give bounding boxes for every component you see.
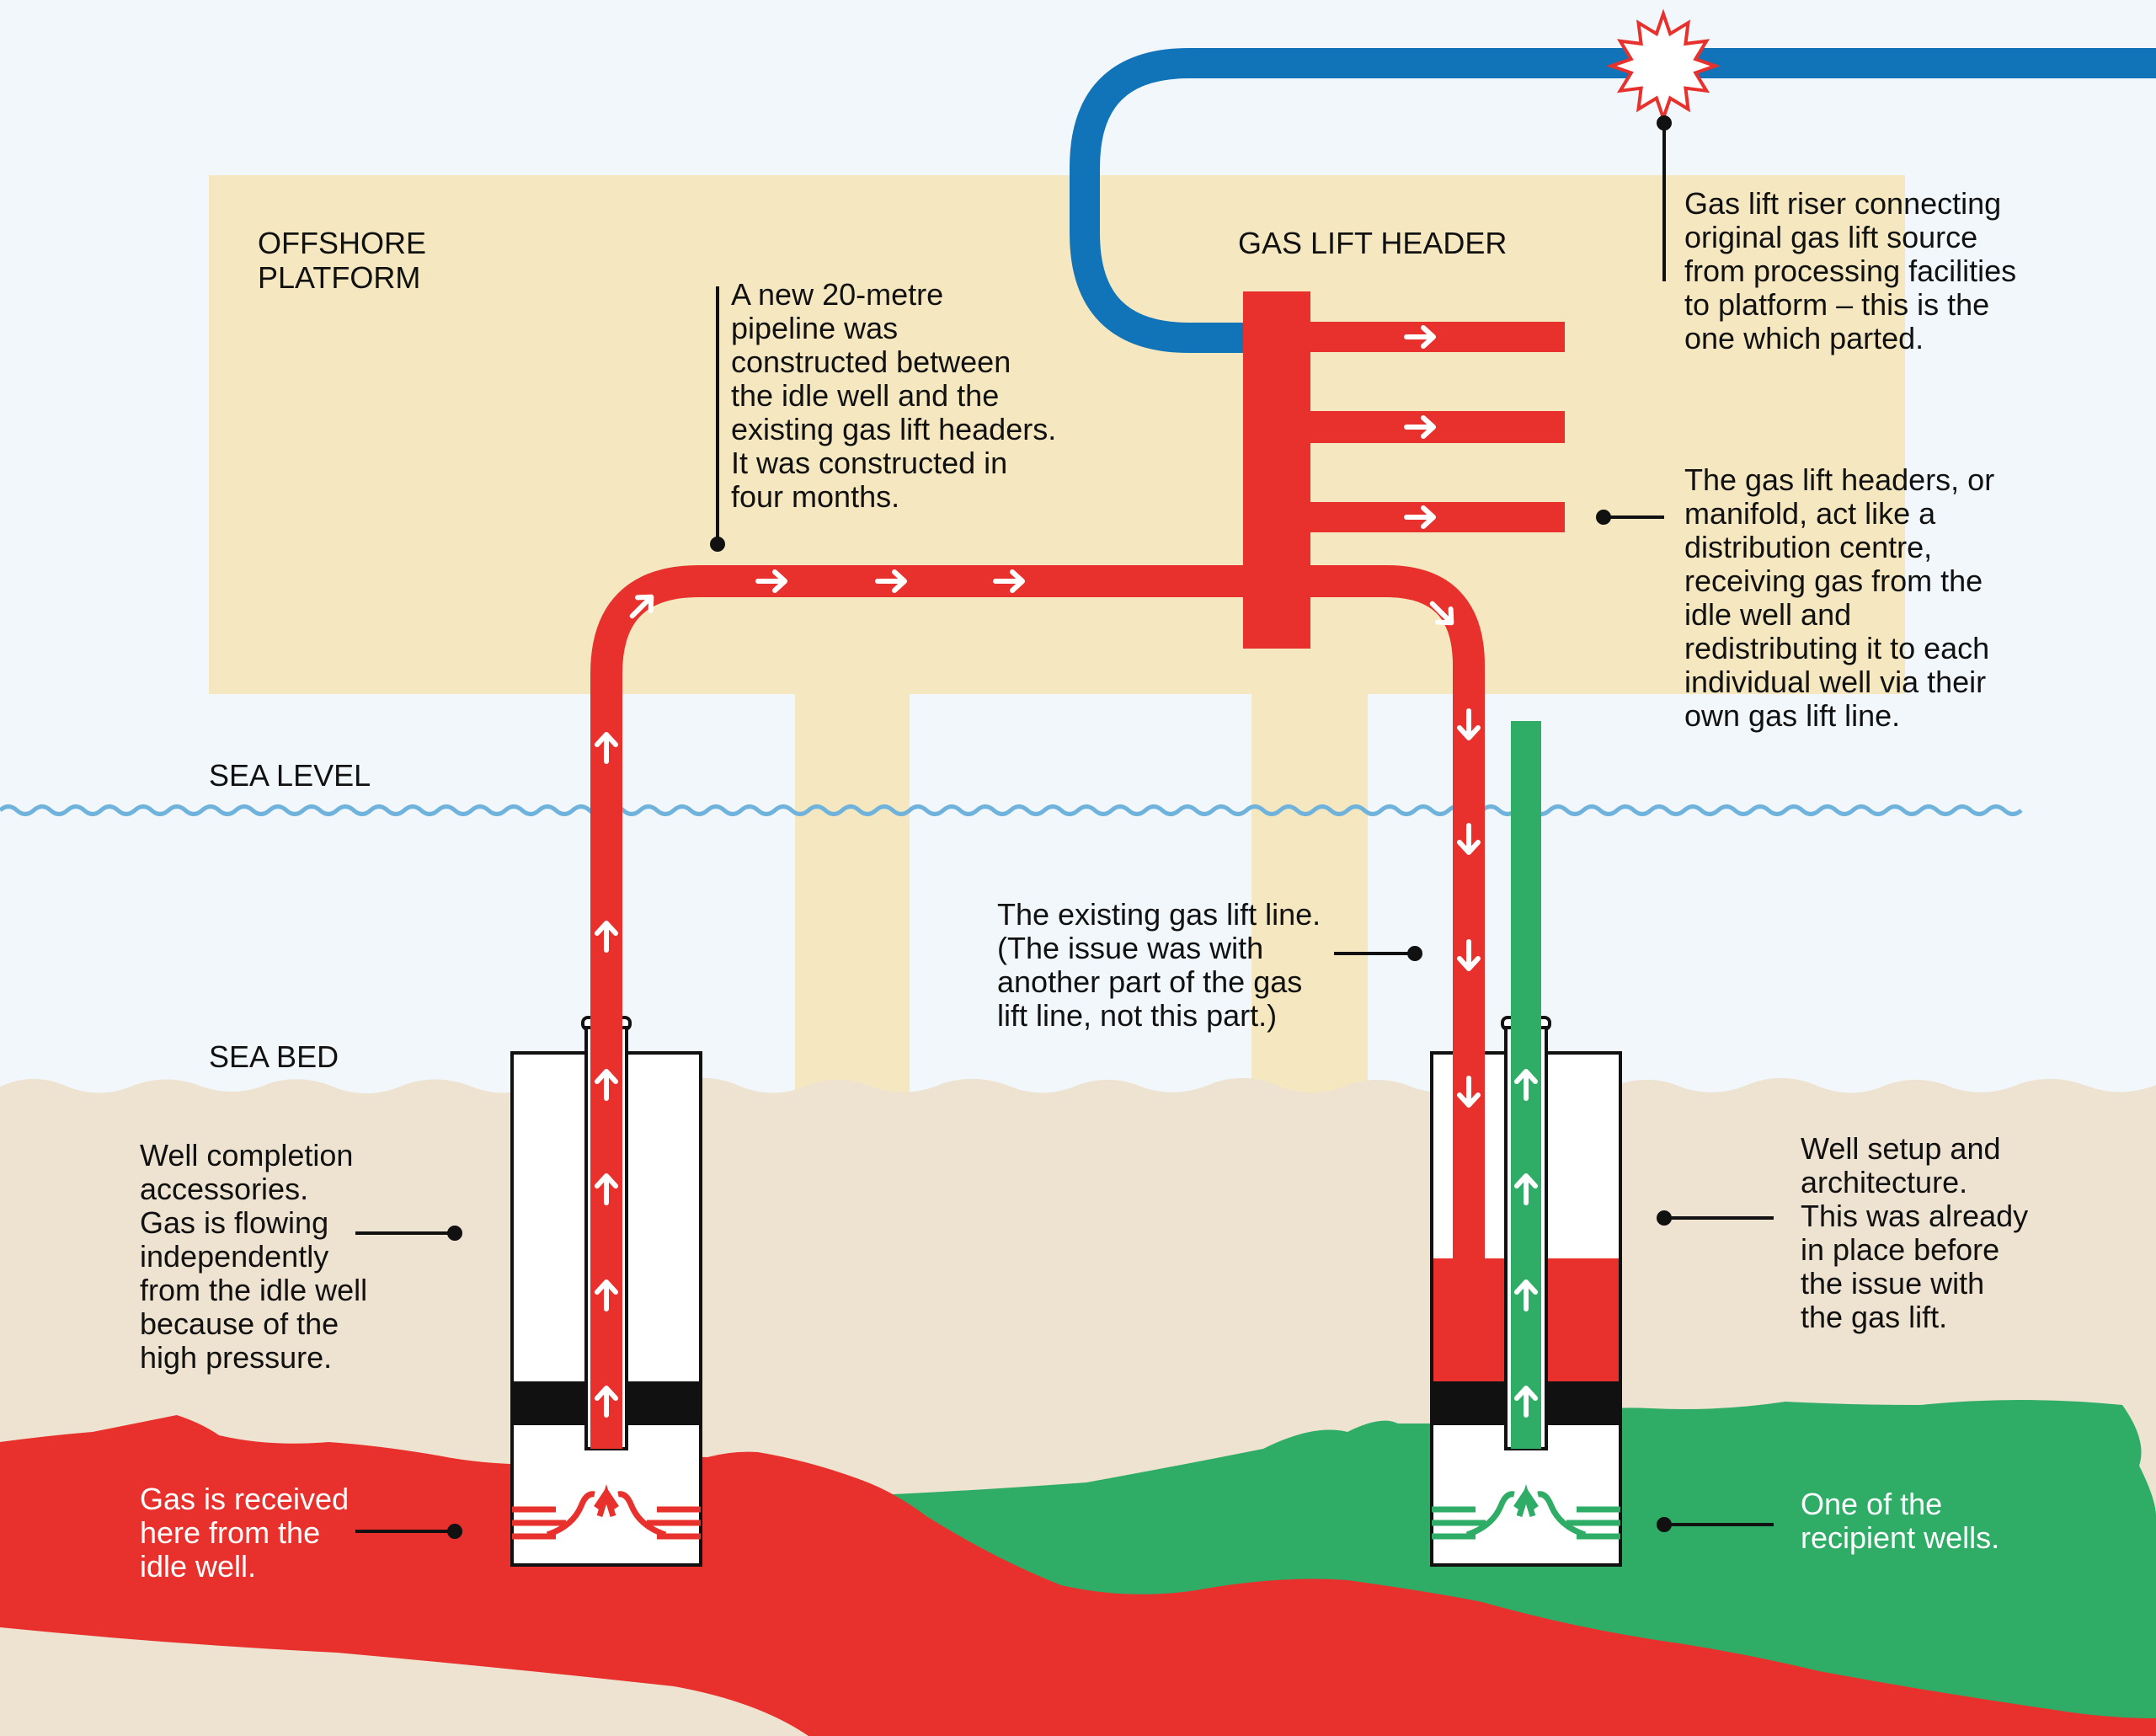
new-pipeline-annotation: A new 20-metre pipeline was constructed … [731, 277, 1057, 514]
seabed-lower-band [0, 1627, 808, 1736]
gas-lift-header-label: GAS LIFT HEADER [1238, 226, 1508, 260]
sea-bed-label: SEA BED [209, 1039, 339, 1074]
sea-level-label: SEA LEVEL [209, 758, 371, 793]
sea-level-wave [0, 804, 2023, 816]
well-completion-annotation: Well completion accessories. Gas is flow… [140, 1138, 368, 1375]
well-setup-annotation: Well setup and architecture. This was al… [1801, 1131, 2029, 1334]
perforations [1432, 1484, 1620, 1540]
leader-lines [355, 115, 1774, 1539]
gas-received-annotation: Gas is received here from the idle well. [140, 1482, 350, 1584]
offshore-platform [209, 175, 1905, 1112]
recipient-well-annotation: One of the recipient wells. [1801, 1487, 2000, 1555]
platform-leg [1251, 674, 1368, 1112]
gas-lift-riser [1070, 48, 2156, 353]
existing-line-annotation: The existing gas lift line. (The issue w… [997, 897, 1321, 1033]
gas-lift-riser-annotation: Gas lift riser connecting original gas l… [1684, 186, 2017, 355]
gas-lift-headers-annotation: The gas lift headers, or manifold, act l… [1684, 462, 1995, 733]
platform-leg [795, 674, 910, 1112]
offshore-platform-label: OFFSHORE PLATFORM [258, 226, 427, 295]
inflow-arrow-icon [594, 1487, 619, 1509]
inflow-arrow-icon [1513, 1487, 1539, 1509]
new-pipeline [590, 565, 1485, 1449]
